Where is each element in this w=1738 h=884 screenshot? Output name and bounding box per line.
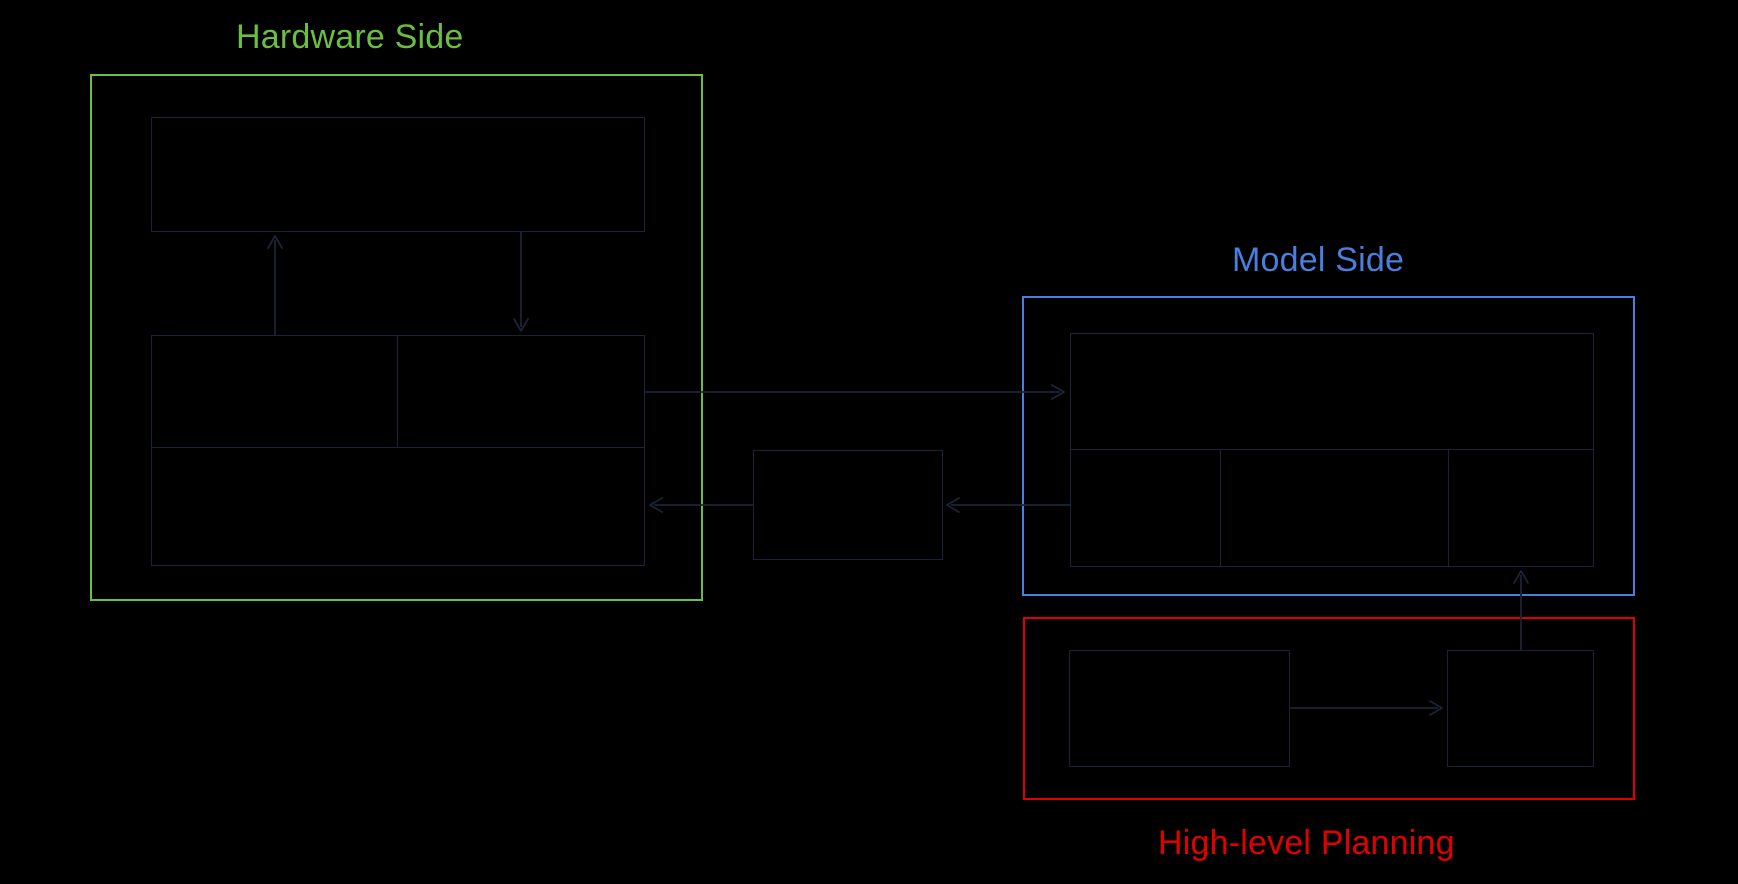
node-ms-b3[interactable] <box>1448 449 1594 567</box>
node-plan-left[interactable] <box>1069 650 1290 767</box>
node-ms-b1[interactable] <box>1070 449 1221 567</box>
node-ms-b2[interactable] <box>1220 449 1449 567</box>
group-box-hardware <box>90 74 703 601</box>
group-label-hardware: Hardware Side <box>236 18 464 56</box>
group-box-model <box>1022 296 1635 596</box>
arrowhead-icon-model-to-bridge <box>946 497 960 513</box>
group-label-model: Model Side <box>1232 241 1405 279</box>
node-hw-bottom[interactable] <box>151 447 645 566</box>
node-plan-right[interactable] <box>1447 650 1594 767</box>
node-hw-mid-left[interactable] <box>151 335 398 448</box>
group-label-planning: High-level Planning <box>1158 824 1455 862</box>
node-bridge[interactable] <box>753 450 943 560</box>
node-ms-top[interactable] <box>1070 333 1594 450</box>
group-box-planning <box>1023 617 1635 800</box>
node-hw-mid-right[interactable] <box>397 335 645 448</box>
node-hw-top[interactable] <box>151 117 645 232</box>
